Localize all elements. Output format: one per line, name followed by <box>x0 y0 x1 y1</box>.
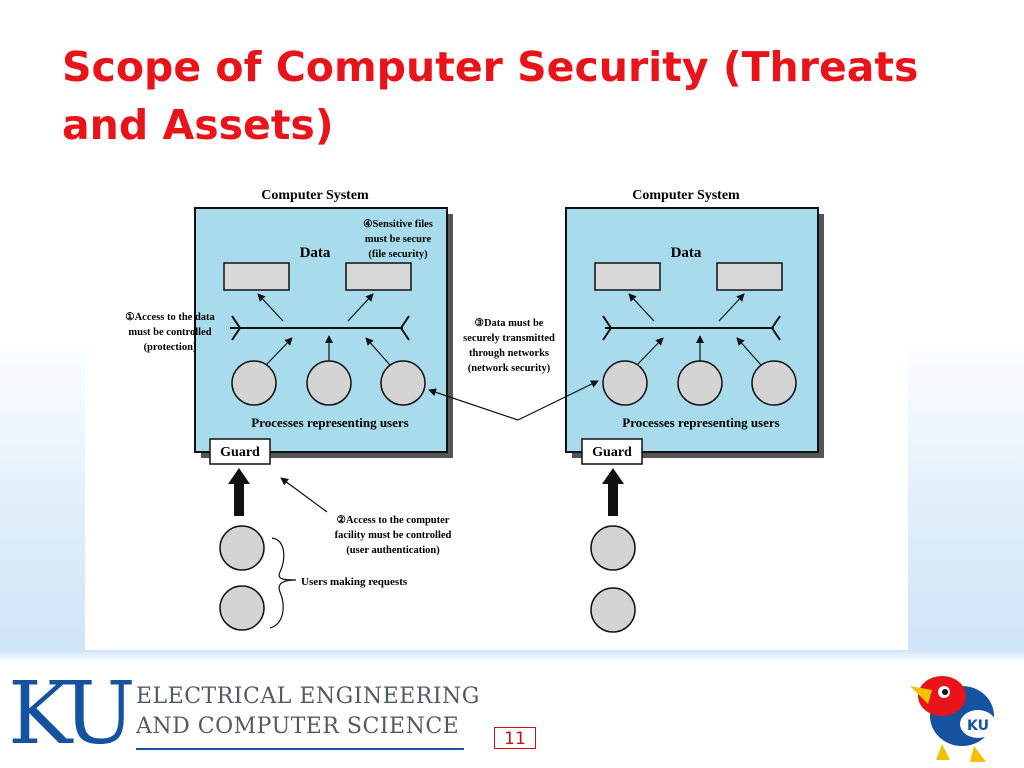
left-data-label: Data <box>300 245 331 261</box>
left-arrow-to-file-1 <box>257 293 284 322</box>
left-process-3 <box>380 360 426 406</box>
note-1-protection: ①Access to the data must be controlled (… <box>125 311 215 353</box>
left-guard-box <box>209 438 271 465</box>
note-3-network-security: ③Data must be securely transmitted throu… <box>463 317 555 374</box>
left-computer-system: Computer System Data Processes represent… <box>194 188 453 465</box>
jayhawk-icon: KU <box>910 676 996 762</box>
left-users: Users making requests <box>219 468 408 631</box>
note3-arrow-right <box>517 380 599 421</box>
note3-line2: securely transmitted <box>463 333 555 344</box>
right-arrow-proc-1 <box>636 337 664 366</box>
note1-line2: must be controlled <box>128 327 211 338</box>
left-arrow-up-head <box>228 468 250 484</box>
note3-line1: ③Data must be <box>475 317 544 329</box>
left-arrow-to-file-2 <box>347 293 374 322</box>
right-guard-label: Guard <box>592 445 632 460</box>
left-system-title: Computer System <box>261 188 369 203</box>
note3-arrow-left <box>428 388 519 421</box>
right-user-2 <box>590 587 636 633</box>
left-user-2 <box>219 585 265 631</box>
left-process-1 <box>231 360 277 406</box>
note2-line3: (user authentication) <box>346 545 440 556</box>
left-bus-bracket-right <box>399 315 410 341</box>
left-data-file-1 <box>223 262 290 291</box>
left-arrow-proc-1 <box>265 337 293 366</box>
right-processes-label: Processes representing users <box>622 415 779 430</box>
left-process-2 <box>306 360 352 406</box>
right-arrow-to-file-2 <box>718 293 745 322</box>
right-process-1 <box>602 360 648 406</box>
note1-line1: ①Access to the data <box>125 311 215 323</box>
slide-title: Scope of Computer Security (Threats and … <box>62 43 919 149</box>
right-arrow-proc-3 <box>736 337 762 366</box>
note4-line1: ④Sensitive files <box>363 218 433 230</box>
right-data-label: Data <box>671 245 702 261</box>
note2-line1: ②Access to the computer <box>337 514 450 526</box>
users-making-requests-label: Users making requests <box>301 576 408 588</box>
left-user-1 <box>219 525 265 571</box>
note2-line2: facility must be controlled <box>335 530 452 541</box>
note3-line3: through networks <box>469 348 549 359</box>
note4-line3: (file security) <box>368 249 428 260</box>
dept-name-line1: ELECTRICAL ENGINEERING <box>136 684 480 709</box>
right-process-3 <box>751 360 797 406</box>
left-data-file-2 <box>345 262 412 291</box>
right-data-file-1 <box>594 262 661 291</box>
right-bus-bracket-right <box>770 315 781 341</box>
left-guard-label: Guard <box>220 445 260 460</box>
ku-logo: KU <box>8 664 136 764</box>
right-users <box>590 468 636 633</box>
left-arrow-up-icon <box>234 482 244 516</box>
right-data-file-2 <box>716 262 783 291</box>
users-brace <box>269 537 297 629</box>
note2-arrow <box>280 477 328 513</box>
note3-line4: (network security) <box>468 363 551 374</box>
left-bus-bracket-left <box>231 315 242 341</box>
dept-underline <box>136 748 464 750</box>
left-processes-label: Processes representing users <box>251 415 408 430</box>
page-number: 11 <box>494 727 536 749</box>
note1-line3: (protection) <box>144 342 197 353</box>
right-arrow-up-head <box>602 468 624 484</box>
right-system-title: Computer System <box>632 188 740 203</box>
right-computer-system: Computer System Data Processes represent… <box>565 188 824 465</box>
right-user-1 <box>590 525 636 571</box>
note4-line2: must be secure <box>365 234 432 245</box>
right-system-box <box>565 207 819 453</box>
dept-name-line2: AND COMPUTER SCIENCE <box>136 714 460 739</box>
right-process-2 <box>677 360 723 406</box>
right-bus-bracket-left <box>602 315 613 341</box>
right-arrow-to-file-1 <box>628 293 655 322</box>
svg-text:KU: KU <box>967 718 989 734</box>
note-2-user-authentication: ②Access to the computer facility must be… <box>335 514 452 556</box>
footer <box>0 662 1024 768</box>
left-system-box <box>194 207 448 453</box>
left-arrow-proc-3 <box>365 337 391 366</box>
right-arrow-up-icon <box>608 482 618 516</box>
note-4-file-security: ④Sensitive files must be secure (file se… <box>363 218 433 260</box>
right-guard-box <box>581 438 643 465</box>
